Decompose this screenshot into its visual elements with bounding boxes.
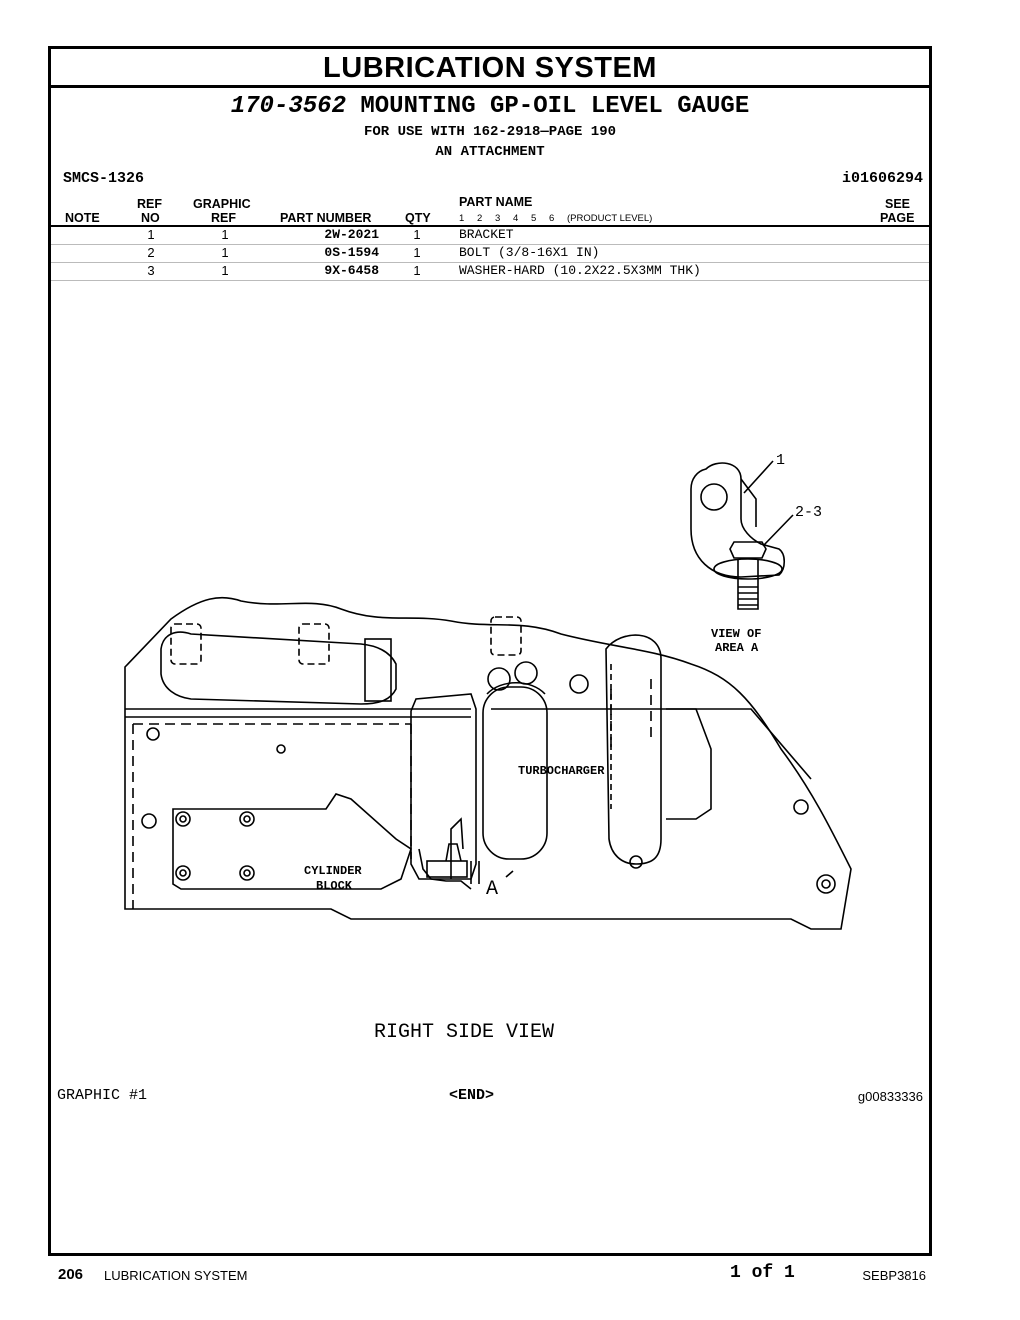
level-1: 1 [459,213,465,224]
section-title: LUBRICATION SYSTEM [51,49,929,88]
table-row: 2 1 0S-1594 1 BOLT (3/8-16X1 IN) [51,244,929,263]
row-qty: 1 [413,227,421,242]
callout-2-3-label: 2-3 [795,504,822,521]
row-part-number[interactable]: 2W-2021 [324,227,379,242]
block-label: BLOCK [316,879,353,893]
footer-section-title: LUBRICATION SYSTEM [104,1268,248,1283]
view-of-label: VIEW OF [711,627,761,641]
area-a-letter: A [486,878,498,901]
header-see-bottom: PAGE [880,211,915,225]
row-graphic-ref: 1 [221,245,229,260]
row-part-name: BRACKET [459,227,514,242]
graphic-id: g00833336 [857,1089,923,1104]
row-qty: 1 [413,263,421,278]
level-2: 2 [477,213,483,224]
level-6: 6 [549,213,555,224]
parts-page-frame: LUBRICATION SYSTEM 170-3562 MOUNTING GP-… [48,46,932,1256]
level-5: 5 [531,213,537,224]
header-note: NOTE [65,211,100,225]
turbocharger-label: TURBOCHARGER [518,764,605,778]
row-ref-no: 3 [147,263,155,278]
page-number: 206 [58,1266,84,1283]
callout-1-label: 1 [776,452,785,469]
page-of-count: 1 of 1 [730,1263,795,1283]
right-side-view-label: RIGHT SIDE VIEW [374,1021,554,1044]
smcs-code: SMCS-1326 [63,170,145,187]
use-with-line: FOR USE WITH 162-2918—PAGE 190 [363,124,617,140]
header-product-levels: 1 2 3 4 5 6 (PRODUCT LEVEL) [459,213,652,224]
header-see-top: SEE [885,197,911,211]
table-row: 3 1 9X-6458 1 WASHER-HARD (10.2X22.5X3MM… [51,262,929,281]
row-qty: 1 [413,245,421,260]
parts-table-header: NOTE REF NO GRAPHIC REF PART NUMBER QTY … [51,193,929,227]
header-graphic-top: GRAPHIC [193,197,251,211]
area-a-label: AREA A [715,641,759,655]
header-part-number: PART NUMBER [280,211,372,225]
product-level-label: (PRODUCT LEVEL) [567,213,653,224]
group-name: MOUNTING GP-OIL LEVEL GAUGE [360,93,750,120]
header-graphic-bottom: REF [211,211,236,225]
document-id: SEBP3816 [862,1268,926,1283]
table-row: 1 1 2W-2021 1 BRACKET [51,226,929,245]
row-part-name: BOLT (3/8-16X1 IN) [459,245,600,260]
header-ref-top: REF [137,197,162,211]
header-qty: QTY [405,211,431,225]
row-part-number[interactable]: 9X-6458 [324,263,379,278]
engine-right-side-drawing: 1 2-3 VIEW OF AREA A TURBOCHARGER CYLIND… [124,452,852,1044]
row-ref-no: 1 [147,227,155,242]
group-title: 170-3562 MOUNTING GP-OIL LEVEL GAUGE [51,93,929,121]
level-4: 4 [513,213,519,224]
header-part-name: PART NAME [459,195,533,209]
cylinder-label: CYLINDER [304,864,362,878]
row-ref-no: 2 [147,245,155,260]
level-3: 3 [495,213,501,224]
row-part-name: WASHER-HARD (10.2X22.5X3MM THK) [459,263,701,278]
info-id: i01606294 [841,170,923,187]
row-part-number[interactable]: 0S-1594 [324,245,379,260]
graphic-number: GRAPHIC #1 [57,1087,148,1104]
group-number: 170-3562 [230,93,346,120]
attachment-line: AN ATTACHMENT [435,144,545,160]
page-footer: 206 LUBRICATION SYSTEM 1 of 1 SEBP3816 [0,1263,1020,1286]
row-graphic-ref: 1 [221,227,229,242]
row-graphic-ref: 1 [221,263,229,278]
header-ref-bottom: NO [141,211,160,225]
end-marker: <END> [449,1087,495,1104]
